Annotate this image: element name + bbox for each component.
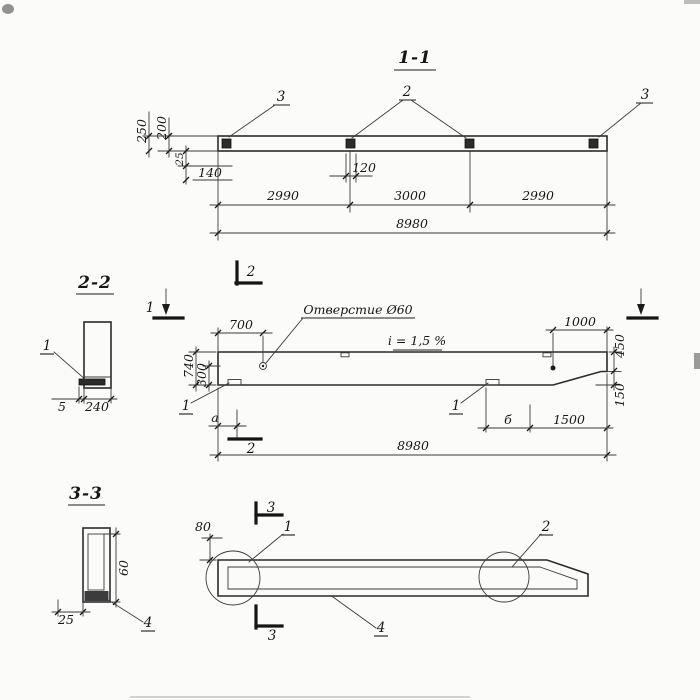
dim-450: 450 xyxy=(612,334,627,359)
callout-plate-3-left: 3 xyxy=(277,89,286,105)
dim-span-mid: 3000 xyxy=(394,188,426,203)
dim-300: 300 xyxy=(194,363,209,387)
hole-60 xyxy=(259,362,267,370)
hole-note: Отверстие Ø60 xyxy=(303,302,412,317)
beam-bottom-outline xyxy=(217,559,589,597)
section-3-3-recess xyxy=(87,533,105,591)
dim-60: 60 xyxy=(116,560,131,576)
slope-label: i = 1,5 % xyxy=(388,333,446,348)
dim-25: 25 xyxy=(57,612,74,627)
callout-plate-1-left: 1 xyxy=(182,398,191,414)
lifting-loop-mark xyxy=(542,352,552,358)
view-1-1-plan: 1-1 3 2 3 250 200 25 140 xyxy=(134,48,653,241)
dim-150: 150 xyxy=(612,383,627,407)
dim-250: 250 xyxy=(134,119,149,144)
dim-740: 740 xyxy=(181,354,196,378)
view-1-1-title: 1-1 xyxy=(398,48,432,68)
bottom-plate-left xyxy=(227,379,242,386)
down-arrow-icon xyxy=(637,304,645,315)
embedded-plate xyxy=(588,138,599,149)
embedded-plate xyxy=(221,138,232,149)
detail-circle-right xyxy=(478,551,530,603)
section-3-3: 3-3 60 25 4 xyxy=(51,484,155,632)
callout-item-2-plan: 2 xyxy=(541,519,551,535)
dim-80: 80 xyxy=(195,519,211,534)
section-2-2-title: 2-2 xyxy=(77,273,112,293)
dim-25: 25 xyxy=(174,152,186,167)
lifting-loop-mark xyxy=(340,352,350,358)
dim-1000: 1000 xyxy=(564,314,596,329)
callout-item-4-small: 4 xyxy=(143,615,153,631)
bottom-plan-view: 80 3 3 1 2 4 xyxy=(195,500,589,644)
dim-span-left: 2990 xyxy=(266,188,299,203)
down-arrow-icon xyxy=(162,304,170,315)
bearing-plate xyxy=(78,378,106,386)
cut-mark-1-left: 1 xyxy=(146,288,185,320)
dim-120: 120 xyxy=(352,160,376,175)
elevation-view: Отверстие Ø60 i = 1,5 % 700 1000 740 300 xyxy=(179,302,627,462)
section-2-2: 2-2 1 5 240 xyxy=(40,273,118,414)
callout-item-1-plan: 1 xyxy=(284,519,293,535)
dim-total-elevation: 8980 xyxy=(397,438,429,453)
dim-span-right: 2990 xyxy=(521,188,554,203)
embedded-plate xyxy=(464,138,475,149)
cut-mark-2-top: 2 xyxy=(234,260,263,286)
section-3-3-outline xyxy=(82,527,111,603)
bottom-plate-mid xyxy=(485,379,500,386)
dim-total-plan: 8980 xyxy=(396,216,428,231)
dim-700: 700 xyxy=(229,317,253,332)
cut-mark-1-right xyxy=(626,288,659,320)
cut-label-3-bottom: 3 xyxy=(268,628,277,644)
dim-240: 240 xyxy=(84,399,109,414)
callout-plate-2: 2 xyxy=(402,84,412,100)
cut-label-2-top: 2 xyxy=(246,264,256,280)
cut-label-1-left: 1 xyxy=(146,300,155,316)
cut-label-2-bottom: 2 xyxy=(246,441,256,457)
callout-plate-1-mid: 1 xyxy=(452,398,461,414)
bottom-plate-4 xyxy=(84,591,109,601)
dim-140: 140 xyxy=(198,165,222,180)
callout-item-1: 1 xyxy=(43,338,52,354)
section-3-3-title: 3-3 xyxy=(69,484,103,504)
dim-5: 5 xyxy=(58,399,66,414)
callout-item-4-plan: 4 xyxy=(376,620,386,636)
detail-circle-left xyxy=(205,550,261,606)
cut-label-3-top: 3 xyxy=(267,500,276,516)
embedded-plate xyxy=(345,138,356,149)
beam-plan-outline xyxy=(217,135,608,152)
callout-plate-3-right: 3 xyxy=(641,87,650,103)
dim-a: а xyxy=(211,410,218,425)
dim-b: б xyxy=(504,412,512,427)
section-2-2-outline xyxy=(83,321,112,389)
dim-200: 200 xyxy=(154,116,169,141)
dim-1500: 1500 xyxy=(553,412,585,427)
anchor-point xyxy=(550,365,556,371)
